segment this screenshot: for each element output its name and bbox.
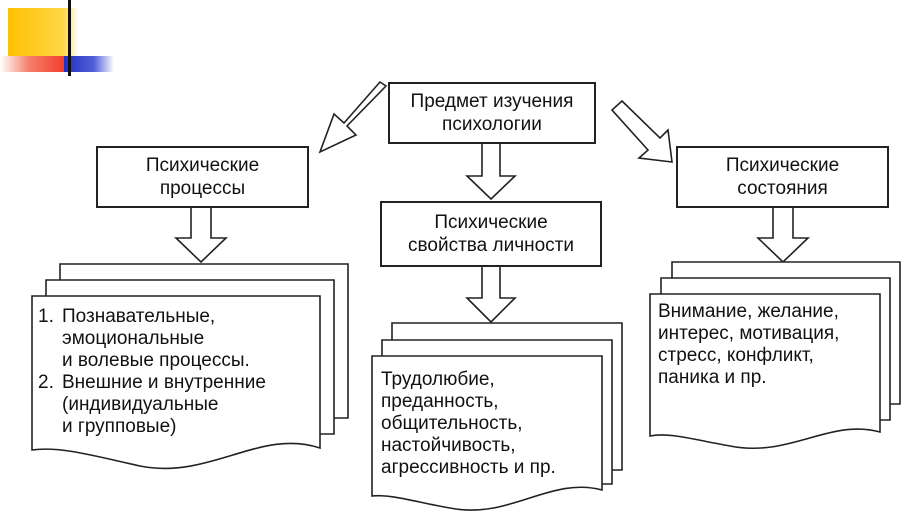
- subject-box: Предмет изучения психологии: [388, 82, 596, 144]
- list-item-number: 2.: [38, 372, 54, 393]
- arrow-to-properties: [465, 142, 517, 201]
- list-item-text: Познавательные, эмоциональные и волевые …: [62, 306, 250, 371]
- corner-red-bar: [0, 56, 72, 72]
- arrow-to-right-stack: [756, 206, 810, 264]
- left-doc-stack: [31, 263, 349, 470]
- right-doc-stack: [649, 261, 901, 450]
- processes-list: 1. Познавательные, эмоциональные и волев…: [38, 306, 320, 438]
- list-item: 1. Познавательные, эмоциональные и волев…: [38, 306, 320, 372]
- list-item-text: Внешние и внутренние (индивидуальные и г…: [62, 372, 266, 437]
- states-box: Психические состояния: [676, 146, 889, 208]
- list-item: 2. Внешние и внутренние (индивидуальные …: [38, 372, 320, 438]
- list-item-number: 1.: [38, 306, 54, 327]
- states-list: Внимание, желание, интерес, мотивация, с…: [658, 301, 840, 388]
- middle-doc-stack: [371, 322, 623, 511]
- corner-vertical-line: [68, 0, 71, 76]
- processes-box: Психические процессы: [96, 146, 309, 208]
- arrow-to-left-stack: [174, 206, 228, 264]
- corner-blue-bar: [64, 56, 114, 72]
- arrow-to-middle-stack: [465, 265, 517, 324]
- arrow-to-processes: [318, 80, 388, 154]
- properties-list: Трудолюбие, преданность, общительность, …: [381, 369, 556, 478]
- arrow-to-states: [610, 99, 673, 163]
- properties-box: Психические свойства личности: [380, 201, 602, 267]
